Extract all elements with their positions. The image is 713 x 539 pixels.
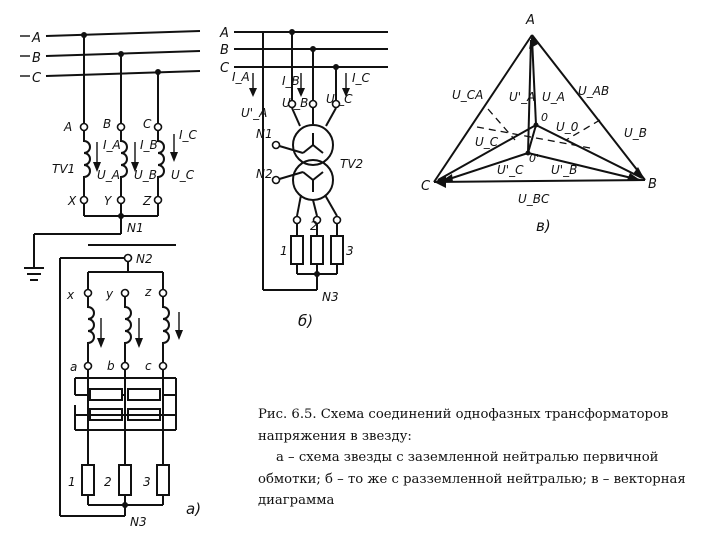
bus-a-label-b: A [219, 26, 229, 41]
bus-a-line [45, 30, 201, 37]
terminal-Y-label: Y [104, 194, 113, 208]
uc-label: U_C [475, 135, 499, 149]
panel-a: A B C A B C I_A I_B I_C U_A U_B U_C TV1 [20, 30, 201, 529]
resistor-ab [89, 388, 123, 401]
current-ia-label-b: I_A [232, 70, 250, 84]
terminal-c-label: c [145, 359, 152, 373]
coil-primary-c [157, 131, 165, 199]
bus-c-label: C [32, 71, 42, 86]
vector-uc [437, 124, 537, 181]
terminal-C-label: C [143, 117, 152, 131]
resistor-bc [127, 388, 161, 401]
coil-primary-b [120, 131, 128, 199]
point-0-label: 0 [541, 111, 548, 124]
load-3-label-b: 3 [346, 244, 354, 258]
panel-a-label: а) [186, 500, 201, 518]
neutral-n2-label-b: N2 [256, 167, 273, 181]
ubc-label: U_BC [518, 192, 550, 206]
resistor-bc2 [127, 408, 161, 421]
voltage-ub-label: U_B [134, 168, 157, 182]
voltage-uc-label: U_C [171, 168, 195, 182]
bus-c-label-b: C [220, 61, 230, 76]
transformer-tv2-label: TV2 [340, 157, 363, 171]
current-ib-label: I_B [140, 138, 158, 152]
resistor-ab2 [89, 408, 123, 421]
coil-secondary-c [162, 297, 170, 363]
terminal-y-label: y [105, 287, 114, 301]
terminal-X-label: X [67, 194, 77, 208]
vector-ubc [433, 179, 646, 183]
panel-v: A B C U_CA U_AB U_BC U_A U_B U_C U'_A U'… [421, 13, 657, 235]
uc-prime-label: U'_C [497, 163, 524, 177]
load-3-b [330, 235, 344, 265]
vector-ub [535, 124, 643, 179]
vertex-a-label: A [525, 13, 535, 28]
coil-secondary-b [124, 297, 132, 363]
load-2 [118, 464, 132, 496]
current-ia-label: I_A [103, 138, 121, 152]
uab-label: U_AB [578, 84, 609, 98]
panel-b: A B C I_A I_B I_C U'_A U'_B U'_C [219, 26, 388, 330]
load-1-label-b: 1 [280, 244, 288, 258]
u0-label: U_0 [556, 120, 579, 134]
load-3-label: 3 [143, 475, 151, 489]
load-2-b [310, 235, 324, 265]
load-1-b [290, 235, 304, 265]
load-2-label-b: 2 [310, 219, 318, 233]
voltage-ua-label: U_A [97, 168, 120, 182]
ub-prime-label: U'_B [551, 163, 577, 177]
load-2-label: 2 [104, 475, 112, 489]
figure-caption: Рис. 6.5. Схема соединений однофазных тр… [258, 404, 698, 512]
transformer-tv1-label: TV1 [52, 162, 75, 176]
vector-ub-prime [527, 152, 641, 181]
neutral-n3-label: N3 [130, 515, 147, 529]
current-ic-label: I_C [179, 128, 198, 142]
load-3 [156, 464, 170, 496]
load-1 [81, 464, 95, 496]
terminal-z-label: z [144, 285, 152, 299]
vector-ua [531, 37, 537, 126]
terminal-b-label: b [107, 359, 115, 373]
vector-ua-prime [527, 39, 532, 154]
neutral-n1-label: N1 [127, 221, 144, 235]
ua-prime-label: U'_A [509, 90, 535, 104]
ub-label: U_B [624, 126, 647, 140]
coil-primary-a [83, 131, 91, 199]
point-0-prime-label: 0' [529, 152, 539, 165]
uca-label: U_CA [452, 88, 483, 102]
coil-secondary-a [87, 297, 95, 363]
terminal-x-label: x [66, 288, 75, 302]
panel-v-label: в) [536, 217, 551, 235]
vertex-c-label: C [421, 179, 431, 194]
current-ic-label-b: I_C [352, 71, 371, 85]
vertex-b-label: B [648, 177, 657, 192]
neutral-n3-label-b: N3 [322, 290, 339, 304]
neutral-n1-label-b: N1 [256, 127, 273, 141]
bus-b-label: B [32, 51, 41, 66]
ua-label: U_A [542, 90, 565, 104]
vector-uc-prime [439, 152, 529, 183]
bus-c-line [45, 70, 201, 77]
caption-title: Рис. 6.5. Схема соединений однофазных тр… [258, 407, 669, 444]
voltage-ua-prime-b: U'_A [241, 106, 267, 120]
terminal-A-label: A [63, 120, 72, 134]
vector-uca [433, 34, 533, 183]
neutral-n2-label: N2 [136, 252, 153, 266]
terminal-a-label: a [70, 360, 77, 374]
load-1-label: 1 [68, 475, 76, 489]
vector-u0 [527, 124, 537, 154]
terminal-B-label: B [103, 117, 111, 131]
current-ib-label-b: I_B [282, 74, 300, 88]
transformer-tv2-primary [292, 124, 334, 166]
bus-a-label: A [31, 31, 41, 46]
panel-b-label: б) [298, 312, 313, 330]
vector-uab [531, 34, 646, 181]
terminal-Z-label: Z [142, 194, 152, 208]
bus-b-label-b: B [220, 43, 229, 58]
caption-body: а – схема звезды с заземленной нейтралью… [258, 450, 686, 508]
